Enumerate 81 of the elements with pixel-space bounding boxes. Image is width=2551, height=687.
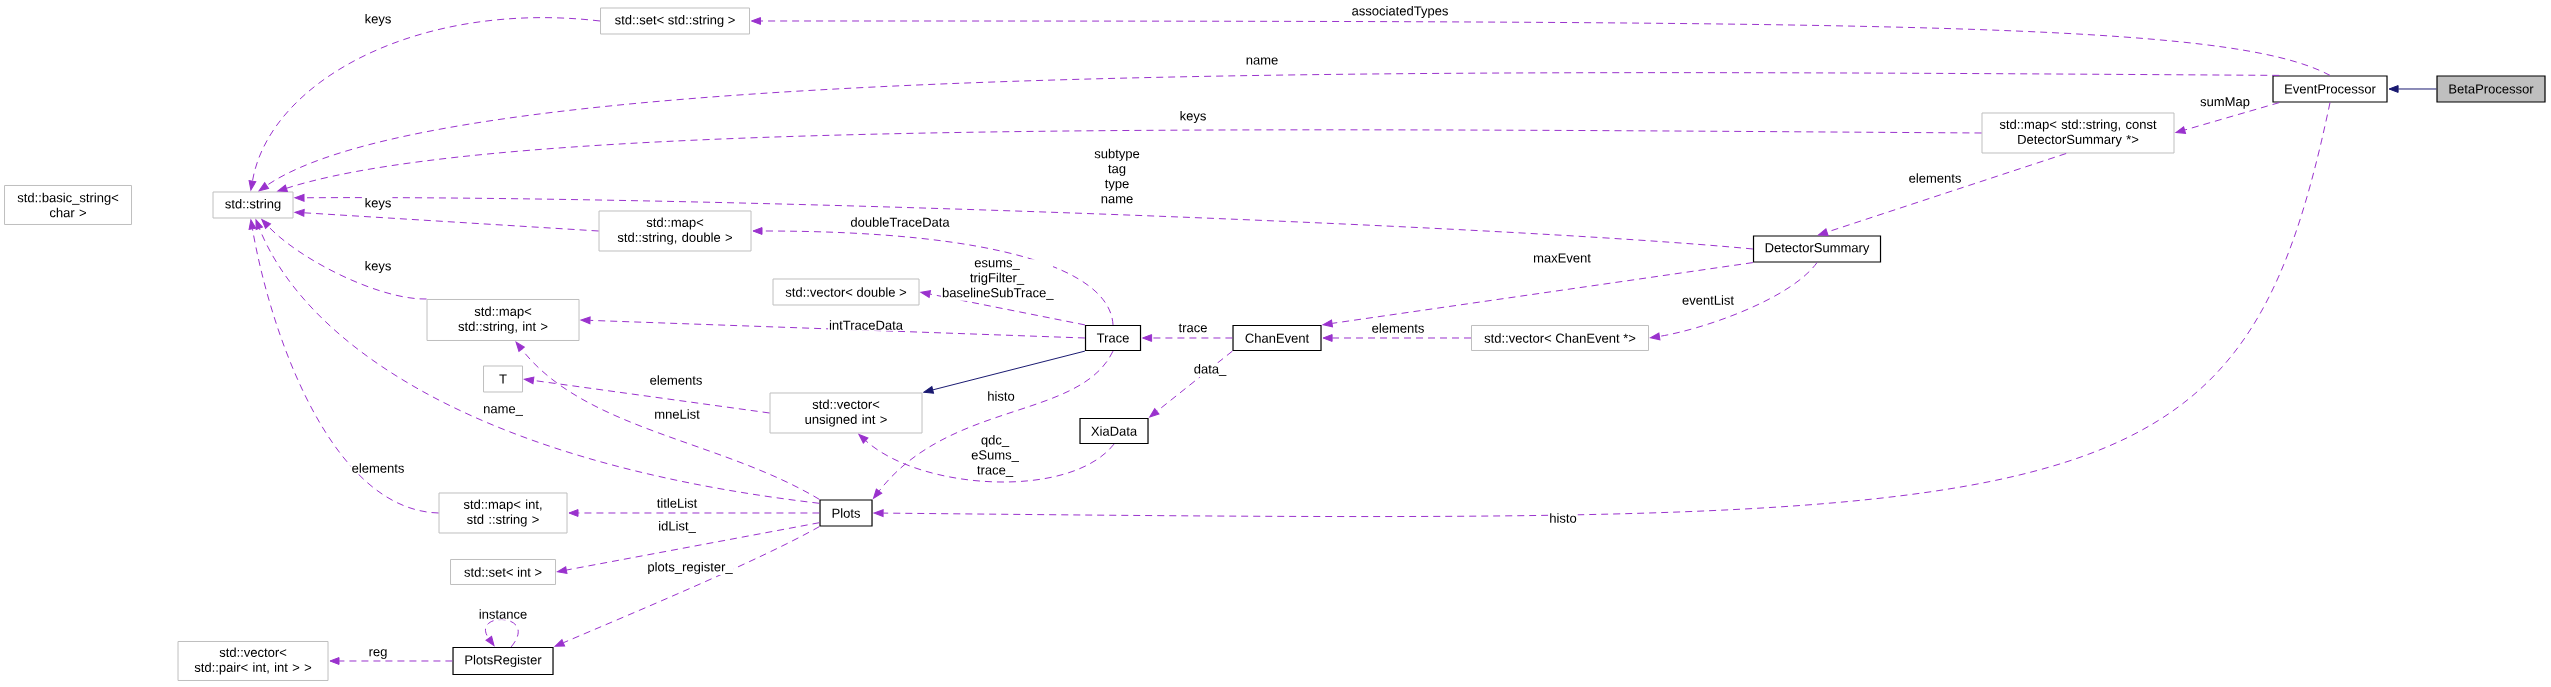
edge-label: data_	[1192, 363, 1228, 377]
edge-label: associatedTypes	[1350, 4, 1450, 20]
class-box: T	[483, 365, 523, 393]
arrow	[277, 129, 1982, 193]
class-box: Trace	[1084, 324, 1142, 352]
arrow	[1142, 334, 1233, 342]
edge-label: titleList	[655, 497, 699, 509]
edge-label: name	[1244, 56, 1280, 66]
edge-label: doubleTraceData	[849, 216, 951, 228]
class-box: std::vector< std::pair< int, int > >	[177, 641, 329, 681]
arrow	[1322, 262, 1754, 328]
edge-label: sumMap	[2199, 96, 2251, 110]
edge-label: elements	[1907, 172, 1963, 184]
edge-label: mneList	[653, 408, 701, 420]
edge-label: intTraceData	[828, 319, 904, 331]
arrow	[580, 316, 1086, 339]
arrow	[556, 522, 820, 574]
arrow	[873, 350, 1114, 499]
arrow	[923, 350, 1086, 394]
edge-label: name_	[482, 405, 524, 417]
edge-label: plots_register_	[646, 560, 734, 576]
class-box: std::map< std::string, const DetectorSummary *>	[1981, 112, 2175, 154]
class-box: DetectorSummary	[1752, 235, 1882, 263]
arrow	[568, 509, 820, 517]
arrow	[294, 208, 599, 232]
edge-label: maxEvent	[1532, 252, 1592, 264]
arrow	[248, 17, 601, 191]
edge-label: esums_ trigFilter_ baselineSubTrace_	[941, 259, 1054, 301]
arrow	[258, 72, 2280, 192]
edge-label: keys	[1178, 109, 1208, 125]
arrow	[920, 290, 1086, 326]
class-box: std::basic_string< char >	[4, 185, 132, 225]
edge-label: histo	[1548, 512, 1578, 524]
arrow	[1322, 334, 1472, 342]
arrow	[873, 102, 2331, 517]
arrow	[255, 219, 820, 504]
edge-label: eventList	[1681, 294, 1736, 306]
arrow	[485, 619, 519, 648]
edge-label: keys	[363, 259, 393, 275]
class-box: std::map< std::string, double >	[598, 210, 752, 252]
arrow	[1817, 153, 2067, 236]
arrow	[329, 657, 453, 665]
class-box: std::vector< double >	[772, 278, 920, 306]
class-box: ChanEvent	[1232, 324, 1322, 352]
class-box: Plots	[819, 499, 873, 527]
arrow	[2388, 85, 2437, 93]
edge-label: trace	[1177, 322, 1209, 334]
class-box: std::vector< ChanEvent *>	[1471, 325, 1649, 351]
arrow	[752, 227, 1114, 326]
edge-label: instance	[477, 608, 529, 620]
class-box: std::vector< unsigned int >	[769, 392, 923, 434]
arrow	[523, 376, 770, 414]
class-box: std::string	[212, 191, 294, 219]
edge-label: reg	[367, 648, 389, 660]
arrow	[1649, 262, 1818, 341]
class-box: PlotsRegister	[452, 646, 554, 676]
class-box: BetaProcessor	[2436, 75, 2546, 103]
edge-label: idList_	[657, 520, 697, 534]
class-box: XiaData	[1079, 417, 1149, 445]
class-box: std::set< int >	[450, 559, 556, 585]
edge-label: subtype tag type name	[1091, 147, 1143, 205]
edge-label: keys	[363, 196, 393, 212]
edge-label: elements	[648, 374, 704, 386]
edge-label: histo	[986, 390, 1016, 402]
arrow	[515, 341, 820, 500]
arrow	[294, 193, 1754, 250]
class-box: std::set< std::string >	[600, 7, 750, 35]
arrow	[554, 526, 820, 647]
class-box: std::map< int, std ::string >	[438, 492, 568, 534]
arrow	[1149, 350, 1233, 418]
class-box: std::map< std::string, int >	[426, 299, 580, 341]
arrow	[261, 219, 427, 300]
arrow	[858, 434, 1115, 483]
arrow	[751, 17, 2331, 76]
edge-label: keys	[363, 12, 393, 28]
arrow	[2175, 102, 2280, 134]
edge-label: elements	[350, 462, 406, 474]
edge-label: elements	[1370, 322, 1426, 334]
arrow	[248, 219, 439, 514]
class-box: EventProcessor	[2272, 75, 2388, 103]
edge-label: qdc_ eSums_ trace_	[969, 434, 1021, 478]
